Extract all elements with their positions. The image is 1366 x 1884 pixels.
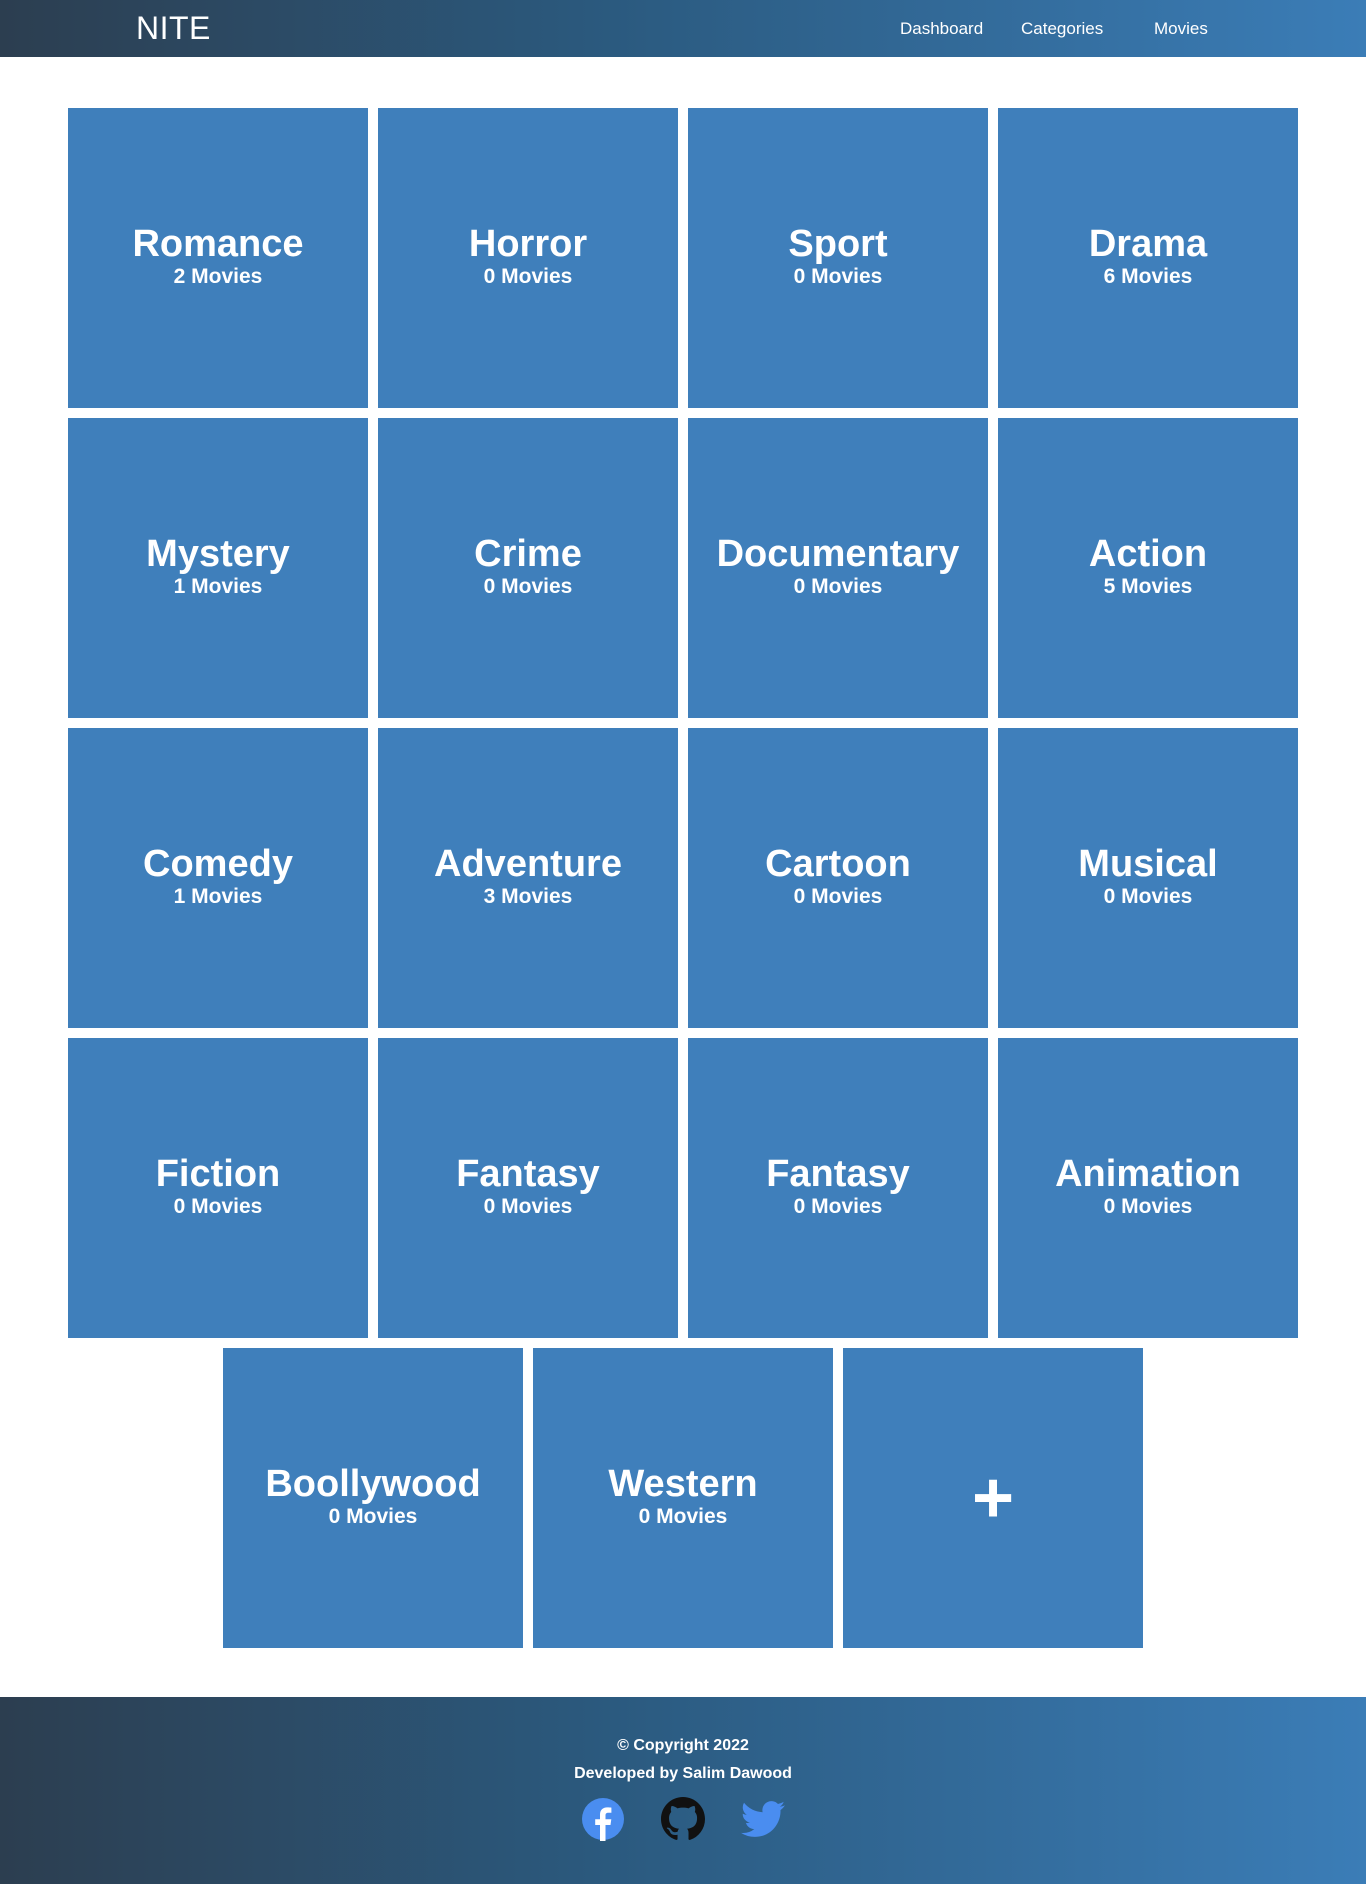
category-count: 0 Movies: [793, 575, 883, 598]
category-tile-comedy[interactable]: Comedy 1 Movies: [68, 728, 368, 1028]
category-name: Drama: [1088, 223, 1208, 265]
footer: © Copyright 2022 Developed by Salim Dawo…: [0, 1697, 1366, 1884]
category-tile-adventure[interactable]: Adventure 3 Movies: [378, 728, 678, 1028]
category-tile-musical[interactable]: Musical 0 Movies: [998, 728, 1298, 1028]
category-name: Horror: [468, 223, 588, 265]
category-tile-fantasy-2[interactable]: Fantasy 0 Movies: [688, 1038, 988, 1338]
category-tile-mystery[interactable]: Mystery 1 Movies: [68, 418, 368, 718]
add-category-button[interactable]: +: [843, 1348, 1143, 1648]
category-count: 0 Movies: [173, 1195, 263, 1218]
brand-logo[interactable]: NITE: [136, 10, 211, 46]
category-count: 2 Movies: [173, 265, 263, 288]
category-name: Documentary: [716, 533, 960, 575]
category-tile-horror[interactable]: Horror 0 Movies: [378, 108, 678, 408]
copyright-text: © Copyright 2022: [617, 1737, 749, 1754]
category-tile-fiction[interactable]: Fiction 0 Movies: [68, 1038, 368, 1338]
category-count: 5 Movies: [1103, 575, 1193, 598]
category-tile-cartoon[interactable]: Cartoon 0 Movies: [688, 728, 988, 1028]
category-count: 0 Movies: [1103, 885, 1193, 908]
category-name: Romance: [132, 223, 304, 265]
category-name: Cartoon: [765, 843, 911, 885]
category-name: Fiction: [155, 1153, 281, 1195]
category-name: Sport: [788, 223, 888, 265]
nav-link-categories[interactable]: Categories: [1021, 19, 1104, 38]
category-name: Crime: [474, 533, 582, 575]
category-name: Fantasy: [456, 1153, 600, 1195]
category-count: 0 Movies: [793, 1195, 883, 1218]
category-name: Adventure: [434, 843, 622, 885]
category-name: Action: [1088, 533, 1208, 575]
github-icon[interactable]: [661, 1797, 705, 1841]
facebook-icon[interactable]: [581, 1797, 625, 1841]
nav-link-dashboard[interactable]: Dashboard: [900, 19, 984, 38]
category-name: Western: [608, 1463, 758, 1505]
category-name: Animation: [1055, 1153, 1241, 1195]
category-count: 0 Movies: [483, 575, 573, 598]
category-count: 1 Movies: [173, 575, 263, 598]
navbar: NITE Dashboard Categories Movies: [0, 0, 1366, 57]
category-count: 0 Movies: [483, 1195, 573, 1218]
twitter-icon[interactable]: [741, 1797, 785, 1841]
category-tile-crime[interactable]: Crime 0 Movies: [378, 418, 678, 718]
category-tile-boollywood[interactable]: Boollywood 0 Movies: [223, 1348, 523, 1648]
category-count: 1 Movies: [173, 885, 263, 908]
category-count: 0 Movies: [793, 265, 883, 288]
category-count: 6 Movies: [1103, 265, 1193, 288]
category-tile-drama[interactable]: Drama 6 Movies: [998, 108, 1298, 408]
category-tile-documentary[interactable]: Documentary 0 Movies: [688, 418, 988, 718]
category-count: 0 Movies: [1103, 1195, 1193, 1218]
category-name: Fantasy: [766, 1153, 910, 1195]
category-tile-fantasy[interactable]: Fantasy 0 Movies: [378, 1038, 678, 1338]
category-name: Comedy: [143, 843, 293, 885]
category-count: 0 Movies: [793, 885, 883, 908]
category-tile-action[interactable]: Action 5 Movies: [998, 418, 1298, 718]
category-name: Boollywood: [265, 1463, 481, 1505]
category-count: 3 Movies: [483, 885, 573, 908]
category-tile-sport[interactable]: Sport 0 Movies: [688, 108, 988, 408]
category-count: 0 Movies: [483, 265, 573, 288]
category-tile-romance[interactable]: Romance 2 Movies: [68, 108, 368, 408]
plus-icon: +: [971, 1458, 1015, 1538]
category-tile-western[interactable]: Western 0 Movies: [533, 1348, 833, 1648]
category-name: Mystery: [146, 533, 290, 575]
developer-credit: Developed by Salim Dawood: [574, 1765, 792, 1782]
category-tile-animation[interactable]: Animation 0 Movies: [998, 1038, 1298, 1338]
nav-link-movies[interactable]: Movies: [1154, 19, 1208, 38]
category-name: Musical: [1078, 843, 1218, 885]
category-count: 0 Movies: [638, 1505, 728, 1528]
category-count: 0 Movies: [328, 1505, 418, 1528]
